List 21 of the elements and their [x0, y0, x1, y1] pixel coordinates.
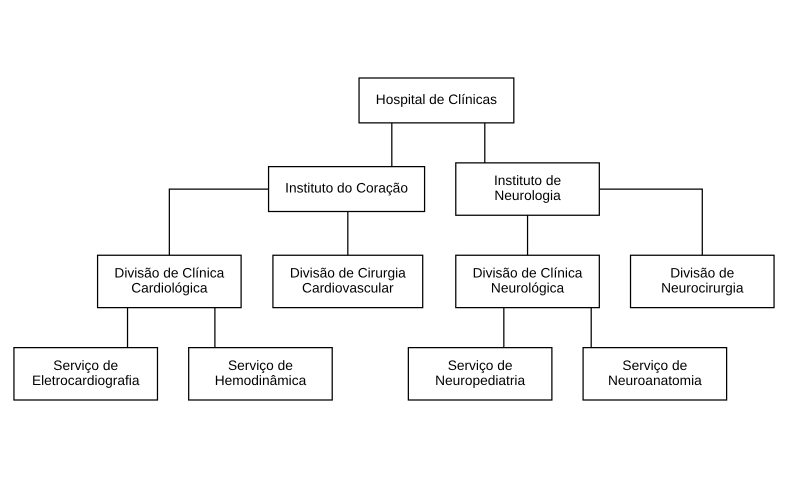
connector	[168, 188, 268, 255]
connector	[590, 307, 592, 347]
node-box: Serviço de Neuroanatomia	[582, 346, 728, 400]
node-box: Divisão de Clínica Cardiológica	[96, 254, 242, 308]
connector	[526, 214, 528, 255]
node-box: Serviço de Neuropediatria	[408, 346, 552, 400]
node-box: Hospital de Clínicas	[358, 76, 514, 124]
node-box: Divisão de Clínica Neurológica	[455, 254, 600, 308]
node-box: Serviço de Hemodinâmica	[188, 346, 333, 400]
connector	[347, 211, 348, 254]
connector	[214, 307, 216, 347]
node-box: Divisão de Neurocirurgia	[630, 254, 775, 308]
node-box: Instituto do Coração	[268, 165, 426, 212]
node-box: Serviço de Eletrocardiografia	[13, 346, 158, 400]
node-box: Divisão de Cirurgia Cardiovascular	[272, 254, 424, 308]
connector	[600, 188, 703, 255]
connector	[503, 307, 504, 347]
connector	[391, 122, 392, 166]
connector	[484, 122, 486, 162]
connector	[126, 307, 128, 347]
node-box: Instituto de Neurologia	[455, 162, 600, 216]
